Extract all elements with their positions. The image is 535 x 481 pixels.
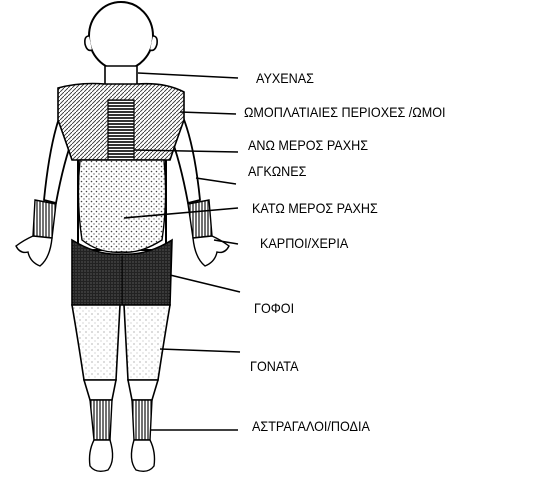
label-wrists-hands: ΚΑΡΠΟΙ/ΧΕΡΙΑ: [260, 235, 348, 251]
label-neck: ΑΥΧΕΝΑΣ: [256, 70, 314, 86]
label-elbows: ΑΓΚΩΝΕΣ: [248, 163, 306, 179]
label-ankles-feet: ΑΣΤΡΑΓΑΛΟΙ/ΠΟΔΙΑ: [252, 418, 370, 434]
label-shoulders: ΩΜΟΠΛΑΤΙΑΙΕΣ ΠΕΡΙΟΧΕΣ /ΩΜΟΙ: [244, 104, 446, 120]
label-upper-back: ΑΝΩ ΜΕΡΟΣ ΡΑΧΗΣ: [248, 137, 368, 153]
label-lower-back: ΚΑΤΩ ΜΕΡΟΣ ΡΑΧΗΣ: [252, 200, 378, 216]
label-knees: ΓΟΝΑΤΑ: [250, 358, 298, 374]
label-hips: ΓΟΦΟΙ: [254, 300, 294, 316]
